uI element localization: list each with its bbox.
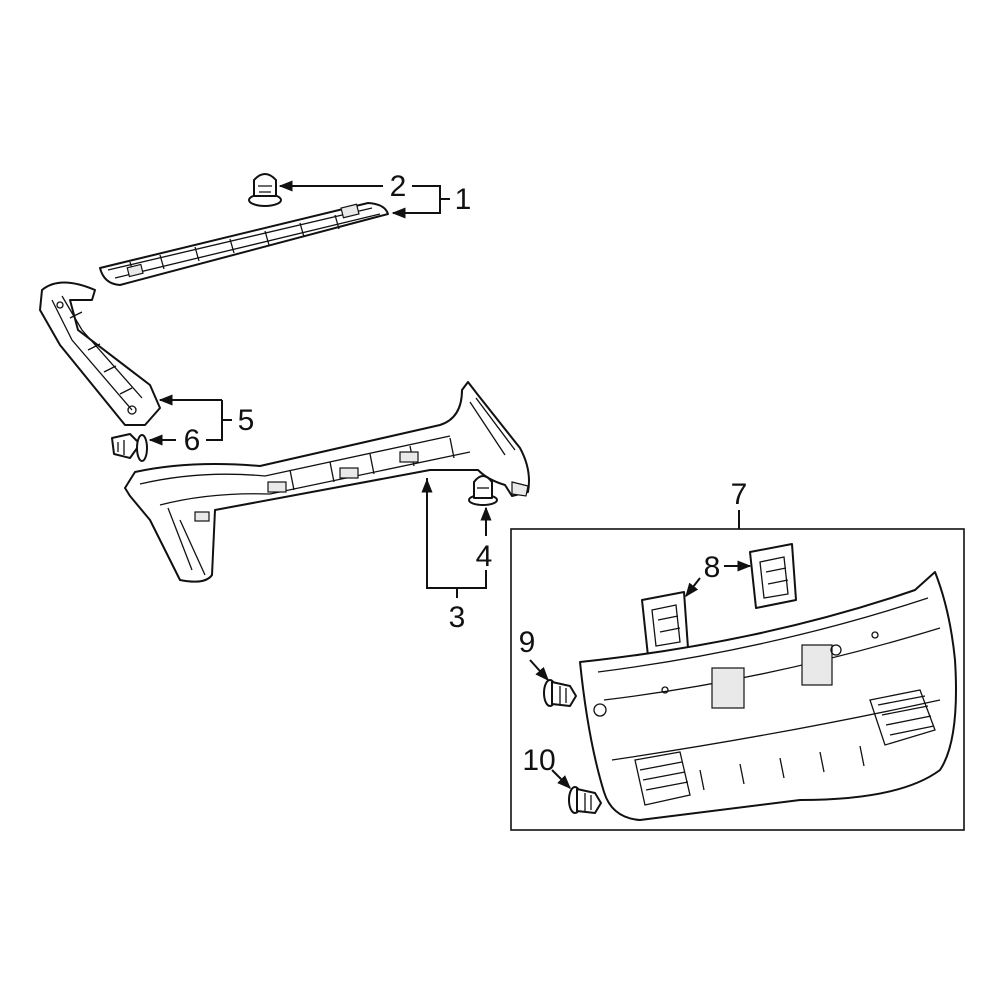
callout-2: 2 bbox=[390, 170, 407, 203]
clip-part-6 bbox=[111, 433, 148, 462]
callout-3: 3 bbox=[449, 601, 466, 634]
callout-9: 9 bbox=[519, 626, 536, 659]
push-clip-part-2 bbox=[248, 173, 282, 207]
push-clip-part-4 bbox=[468, 475, 498, 506]
leader-lines bbox=[148, 180, 752, 789]
upper-garnish-part-1 bbox=[99, 202, 389, 286]
detail-box-part-7 bbox=[510, 528, 965, 831]
clip-part-10 bbox=[568, 786, 602, 814]
callout-5: 5 bbox=[238, 404, 255, 437]
callout-6: 6 bbox=[184, 424, 201, 457]
bracket-part-8-right bbox=[749, 543, 797, 609]
callout-4: 4 bbox=[476, 540, 493, 573]
callout-8: 8 bbox=[704, 551, 721, 584]
bracket-part-8-left bbox=[641, 591, 689, 657]
back-door-panel-part-7 bbox=[579, 571, 957, 821]
back-door-trim-part-3 bbox=[124, 381, 530, 583]
callout-7: 7 bbox=[731, 478, 748, 511]
callout-10: 10 bbox=[522, 744, 555, 777]
clip-part-9 bbox=[543, 679, 577, 707]
side-garnish-part-5 bbox=[39, 281, 161, 426]
callout-1: 1 bbox=[455, 183, 472, 216]
